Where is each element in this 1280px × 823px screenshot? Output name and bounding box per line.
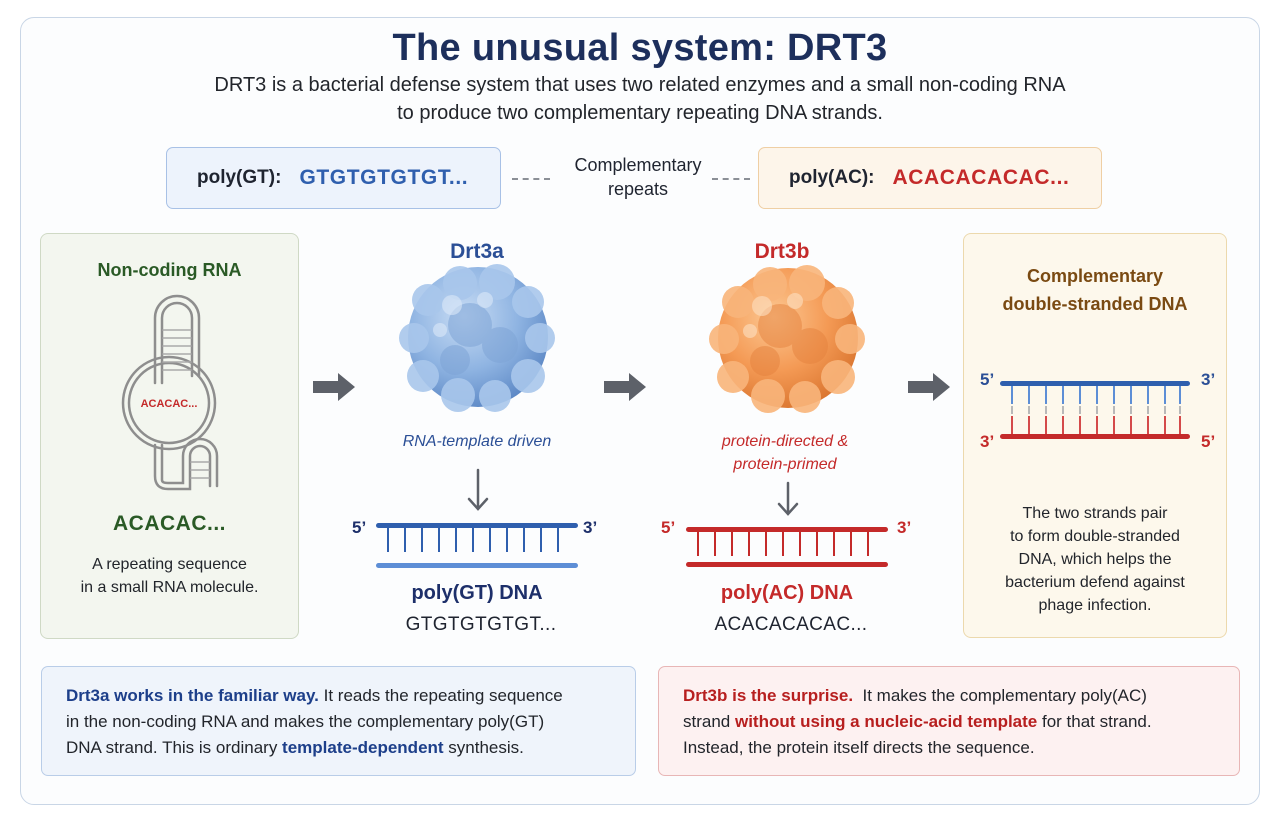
dsdna-desc-line-3: DNA, which helps the (1018, 551, 1172, 568)
poly-ac-label: poly(AC): (789, 167, 875, 188)
dna-strand-icon (376, 523, 578, 568)
right-arrow-icon (908, 373, 950, 401)
drt3a-note-line-1: Drt3a works in the familiar way. It read… (66, 683, 613, 709)
ds-top-3prime-label: 3’ (1201, 370, 1215, 389)
drt3a-title: Drt3a (450, 240, 504, 263)
dna-strand-icon (686, 527, 888, 567)
dsdna-description: The two strands pair to form double-stra… (975, 502, 1215, 617)
ds-bottom-3prime-label: 3’ (980, 432, 994, 451)
ac-5prime-label: 5’ (661, 518, 675, 537)
drt3b-desc-line-2: protein-primed (733, 456, 837, 473)
drt3b-note-emphasis: without using a nucleic-acid template (734, 712, 1038, 731)
rna-description: A repeating sequence in a small RNA mole… (52, 553, 287, 599)
page-subtitle: DRT3 is a bacterial defense system that … (0, 71, 1280, 127)
poly-gt-box: poly(GT): GTGTGTGTGT... (166, 147, 501, 209)
ds-bottom-5prime-label: 5’ (1201, 432, 1215, 451)
ds-top-5prime-label: 5’ (980, 370, 994, 389)
dashed-connector-left (512, 178, 550, 180)
poly-ac-dna-sequence: ACACACACAC... (714, 614, 868, 635)
subtitle-line-2: to produce two complementary repeating D… (397, 102, 883, 124)
right-arrow-icon (313, 373, 355, 401)
drt3a-note-lead: Drt3a works in the familiar way. (66, 686, 319, 705)
repeats-line: repeats (607, 179, 669, 199)
double-stranded-dna-icon (1000, 381, 1190, 439)
poly-ac-sequence: ACACACACAC... (892, 166, 1070, 189)
drt3b-note-text-2: strand (683, 712, 735, 731)
rna-desc-line-2: in a small RNA molecule. (80, 579, 259, 596)
rna-loop-sequence: ACACAC... (141, 398, 198, 410)
poly-gt-label: poly(GT): (197, 167, 282, 188)
poly-gt-dna-label: poly(GT) DNA (411, 582, 543, 604)
subtitle-line-1: DRT3 is a bacterial defense system that … (214, 74, 1066, 96)
drt3b-note-text-3: for that strand. (1037, 712, 1152, 731)
dsdna-title-line-1: Complementary (1026, 266, 1164, 286)
drt3b-description: protein-directed & protein-primed (675, 430, 895, 476)
dsdna-desc-line-5: phage infection. (1038, 597, 1152, 614)
down-arrow-icon (467, 468, 489, 511)
poly-gt-dna-sequence: GTGTGTGTGT... (405, 614, 557, 635)
drt3a-note: Drt3a works in the familiar way. It read… (41, 666, 636, 776)
complementary-line: Complementary (574, 155, 702, 175)
gt-5prime-label: 5’ (352, 518, 366, 537)
gt-3prime-label: 3’ (583, 518, 597, 537)
protein-blob-icon (399, 264, 555, 412)
drt3a-note-text-4: synthesis. (443, 738, 524, 757)
right-arrow-icon (604, 373, 646, 401)
drt3b-note: Drt3b is the surprise. It makes the comp… (658, 666, 1240, 776)
dsdna-desc-line-1: The two strands pair (1022, 505, 1168, 522)
drt3a-note-line-3: DNA strand. This is ordinary template-de… (66, 735, 613, 761)
dsdna-title-line-2: double-stranded DNA (1002, 294, 1188, 314)
drt3b-note-line-1: Drt3b is the surprise. It makes the comp… (683, 683, 1217, 709)
drt3b-title: Drt3b (754, 240, 810, 263)
poly-ac-dna-label: poly(AC) DNA (720, 582, 854, 604)
rna-sequence: ACACAC... (113, 512, 226, 535)
ac-3prime-label: 3’ (897, 518, 911, 537)
drt3a-note-text-3: DNA strand. This is ordinary (66, 738, 283, 757)
poly-ac-box: poly(AC): ACACACACAC... (758, 147, 1102, 209)
dsdna-desc-line-4: bacterium defend against (1005, 574, 1185, 591)
rna-hairpin-icon (121, 294, 219, 491)
drt3a-note-line-2: in the non-coding RNA and makes the comp… (66, 712, 545, 731)
drt3b-desc-line-1: protein-directed & (721, 433, 849, 450)
protein-blob-icon (709, 265, 865, 413)
complementary-repeats-label: Complementary repeats (558, 153, 718, 201)
drt3a-note-emphasis: template-dependent (282, 738, 444, 757)
dsdna-desc-line-2: to form double-stranded (1010, 528, 1180, 545)
drt3b-note-line-3: Instead, the protein itself directs the … (683, 738, 1035, 757)
drt3a-description: RNA-template driven (402, 433, 552, 450)
rna-panel (40, 233, 299, 639)
drt3b-note-line-2: strand without using a nucleic-acid temp… (683, 709, 1217, 735)
drt3b-note-text-1: It makes the complementary poly(AC) (853, 686, 1147, 705)
drt3b-note-lead: Drt3b is the surprise. (683, 686, 854, 705)
poly-gt-sequence: GTGTGTGTGT... (299, 166, 469, 189)
rna-desc-line-1: A repeating sequence (92, 556, 247, 573)
down-arrow-icon (777, 481, 799, 516)
page-title: The unusual system: DRT3 (392, 27, 888, 69)
dsdna-panel-title: Complementary double-stranded DNA (963, 262, 1227, 318)
dashed-connector-right (712, 178, 750, 180)
drt3a-note-text-1: It reads the repeating sequence (318, 686, 563, 705)
rna-panel-title: Non-coding RNA (97, 260, 242, 280)
